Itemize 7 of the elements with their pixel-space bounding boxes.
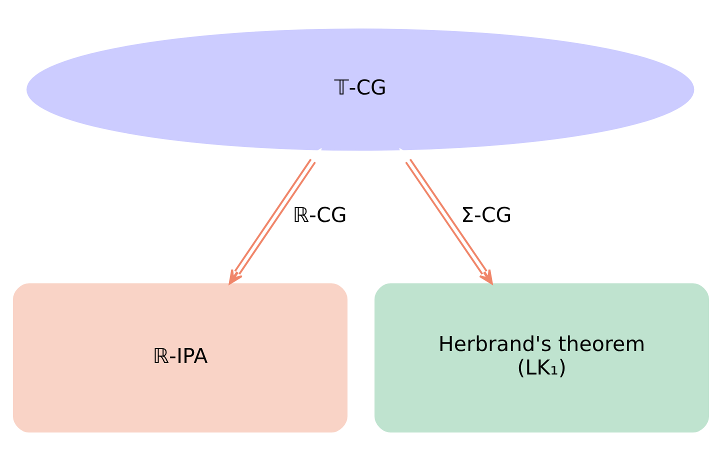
edge-label: Σ-CG (461, 202, 512, 226)
node-ellipse: 𝕋-CG (26, 28, 694, 150)
edge-label: ℝ-CG (292, 202, 347, 226)
arrow (228, 148, 322, 284)
node-box: ℝ-IPA (12, 282, 348, 432)
node-box: Herbrand's theorem (LK₁) (374, 282, 710, 432)
arrow (400, 148, 493, 284)
